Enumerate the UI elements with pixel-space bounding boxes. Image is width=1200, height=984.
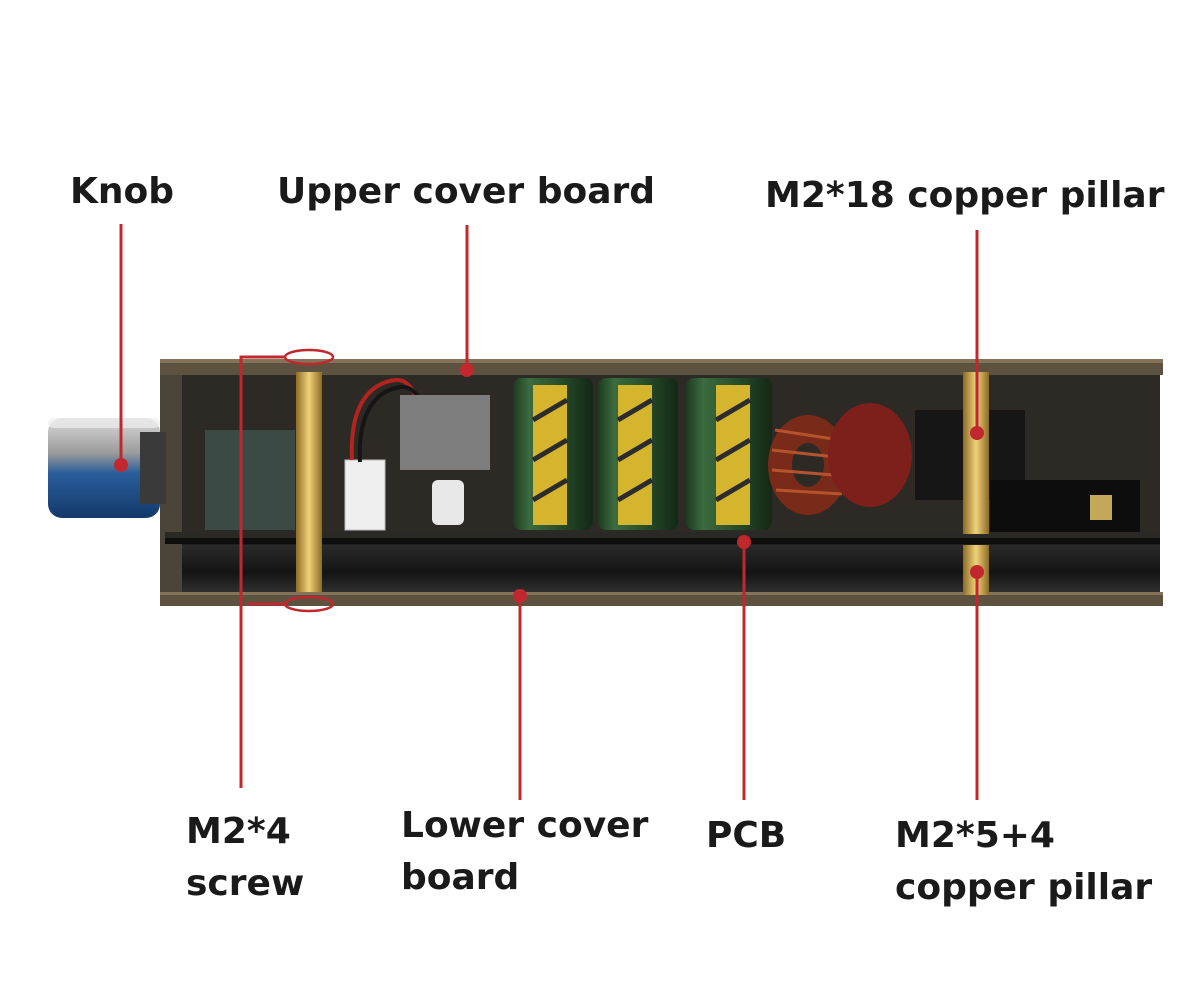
film-capacitor [828,403,912,507]
m2-4-screw-label: M2*4 screw [186,806,304,910]
white-connector [344,459,386,531]
pcb-label: PCB [706,815,787,856]
upper-cover-board-label: Upper cover board [277,171,656,212]
m2-5-4-label-line1: M2*5+4 [895,815,1055,856]
m2-5-4-label-line2: copper pillar [895,867,1153,909]
small-cap [432,480,464,525]
m2-4-screw-pillar [296,372,322,592]
m2-18-copper-pillar-label: M2*18 copper pillar [765,175,1165,216]
pcb-board [165,532,1160,544]
inductor-icon [768,415,848,515]
m2-4-screw-label-line1: M2*4 [186,811,291,852]
capacitor-icon [598,378,678,530]
heatsink [205,430,295,530]
lower-cover-board [160,592,1163,606]
knob-icon [48,418,166,518]
knob-label: Knob [70,171,175,212]
output-jack-slot [1090,495,1112,520]
lower-cover-board-label-line2: board [401,857,520,899]
capacitor-icon [513,378,593,530]
upper-cover-board [160,359,1163,375]
capacitor-icon [686,378,772,530]
left-side-panel [160,368,182,604]
pointer-dots [114,363,984,603]
lower-cover-board-label: Lower cover board [401,800,648,904]
m2-4-screw-label-line2: screw [186,863,305,905]
aluminium-bracket [400,395,490,470]
pointer-lines [119,224,979,800]
m2-5-4-copper-pillar-label: M2*5+4 copper pillar [895,810,1152,914]
output-jack [990,480,1140,532]
lower-cover-board-label-line1: Lower cover [401,805,649,846]
